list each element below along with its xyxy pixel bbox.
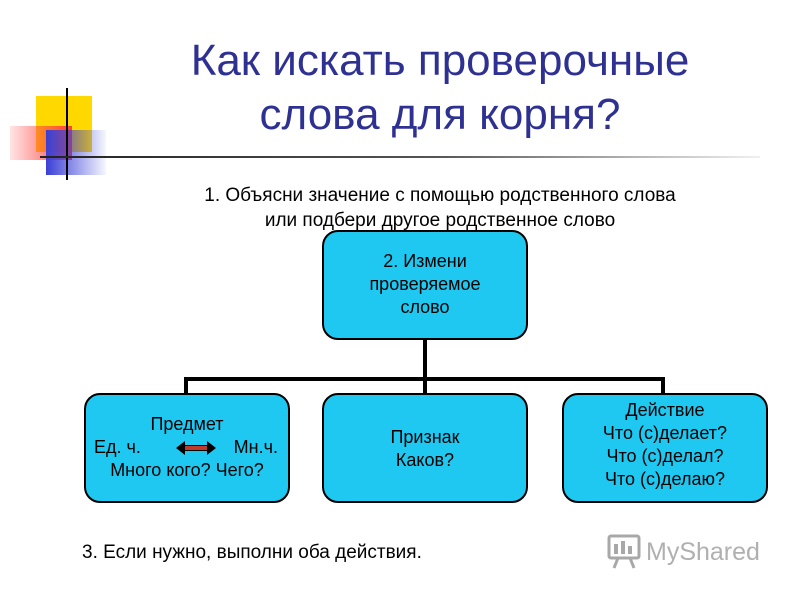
top-box-line-2: проверяемое (369, 274, 481, 294)
singular-label: Ед. ч. (94, 437, 141, 457)
box-change-word: 2. Измени проверяемое слово (322, 230, 528, 340)
box-object-title: Предмет (150, 414, 224, 434)
title-line-1: Как искать проверочные (190, 36, 690, 85)
deco-blue-square (46, 130, 106, 175)
watermark-text: MyShared (646, 538, 760, 566)
box-action-q2: Что (с)делал? (606, 446, 724, 466)
step-1-line-2: или подбери другое родственное слово (264, 210, 616, 231)
box-attribute-title: Признак (390, 427, 460, 447)
step-1-text: 1. Объясни значение с помощью родственно… (90, 183, 790, 233)
top-box-line-3: слово (400, 297, 450, 317)
box-object-question: Много кого? Чего? (110, 460, 264, 480)
box-action: Действие Что (с)делает? Что (с)делал? Чт… (562, 393, 768, 503)
box-action-q1: Что (с)делает? (602, 423, 728, 443)
box-attribute: Признак Каков? (322, 393, 528, 503)
title-line-2: слова для корня? (259, 90, 621, 139)
number-row: Ед. ч. Мн.ч. (86, 436, 288, 459)
plural-label: Мн.ч. (233, 437, 278, 457)
box-action-q3: Что (с)делаю? (605, 469, 725, 489)
double-arrow-icon (176, 441, 216, 455)
step-3-text: 3. Если нужно, выполни оба действия. (82, 542, 422, 563)
title-underline (40, 156, 760, 158)
myshared-logo-icon (607, 534, 641, 569)
box-object: Предмет Ед. ч. Мн.ч. Много кого? Чего? (84, 393, 290, 503)
box-attribute-question: Каков? (395, 450, 455, 470)
deco-vertical-line (66, 88, 68, 180)
page-title: Как искать проверочные слова для корня? (90, 34, 790, 142)
top-box-line-1: 2. Измени (383, 251, 467, 271)
box-action-title: Действие (625, 400, 705, 420)
step-1-line-1: 1. Объясни значение с помощью родственно… (204, 185, 676, 206)
